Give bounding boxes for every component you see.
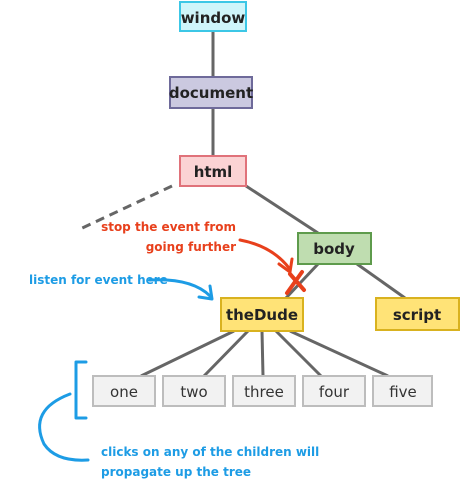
node-thedude-label: theDude — [226, 306, 298, 324]
listen-arrow — [148, 278, 212, 298]
node-body: body — [297, 232, 372, 265]
listen-arrow-head — [197, 284, 214, 301]
stop-annotation: stop the event from going further — [101, 220, 306, 295]
edge-thedude-one — [140, 329, 235, 378]
node-five-label: five — [389, 383, 417, 401]
node-one-label: one — [110, 383, 138, 401]
node-document-label: document — [169, 84, 253, 102]
listen-annotation: listen for event here — [29, 273, 214, 301]
node-one: one — [92, 375, 156, 407]
node-html-label: html — [194, 163, 233, 181]
tree-edges — [77, 31, 406, 378]
node-document-box — [169, 76, 253, 109]
edge-thedude-four — [274, 329, 323, 378]
node-html: html — [179, 155, 247, 187]
node-two-label: two — [180, 383, 207, 401]
edge-body-script — [356, 262, 406, 300]
edge-thedude-five — [289, 329, 389, 378]
node-four: four — [302, 375, 366, 407]
node-two-box — [162, 375, 226, 407]
listen-text: listen for event here — [29, 273, 168, 287]
stop-text-line2: going further — [146, 240, 236, 254]
node-window: window — [179, 1, 247, 32]
node-html-box — [179, 155, 247, 187]
stop-x-stroke-b — [285, 270, 304, 295]
node-one-box — [92, 375, 156, 407]
clicks-text-line2: propagate up the tree — [101, 465, 251, 479]
node-body-box — [297, 232, 372, 265]
stop-x-mark — [285, 270, 306, 295]
node-five-box — [372, 375, 433, 407]
node-window-box — [179, 1, 247, 32]
edge-thedude-two — [202, 329, 250, 378]
edge-html-offscreen — [77, 184, 173, 232]
clicks-text-line1: clicks on any of the children will — [101, 445, 319, 459]
node-body-label: body — [313, 240, 355, 258]
node-five: five — [372, 375, 433, 407]
node-document: document — [169, 76, 253, 109]
edge-html-body — [245, 184, 319, 235]
node-thedude-box — [220, 297, 304, 332]
node-window-label: window — [181, 9, 246, 27]
stop-arrow — [238, 238, 291, 270]
node-two: two — [162, 375, 226, 407]
edge-body-thedude — [284, 262, 320, 300]
node-three: three — [232, 375, 296, 407]
edge-thedude-three — [260, 330, 265, 377]
node-thedude: theDude — [220, 297, 304, 332]
node-script: script — [375, 297, 460, 331]
node-script-box — [375, 297, 460, 331]
node-three-label: three — [244, 383, 284, 401]
node-script-label: script — [393, 306, 441, 324]
clicks-arrow — [38, 392, 90, 462]
node-three-box — [232, 375, 296, 407]
node-four-label: four — [319, 383, 350, 401]
clicks-annotation: clicks on any of the children will propa… — [38, 360, 319, 479]
stop-text-line1: stop the event from — [101, 220, 236, 234]
node-four-box — [302, 375, 366, 407]
children-bracket — [74, 360, 88, 420]
